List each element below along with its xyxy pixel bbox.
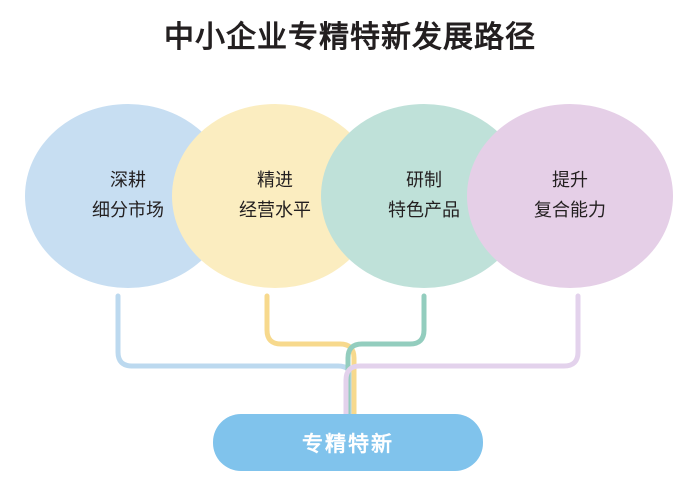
circle-upgrade-capability[interactable] — [467, 104, 673, 288]
circle-refine-management[interactable] — [172, 104, 378, 288]
connector-line-yellow — [264, 293, 357, 421]
result-box-specialized-new[interactable]: 专精特新 — [213, 414, 483, 471]
connector-line-blue — [115, 293, 355, 421]
connector-line-purple — [343, 293, 581, 421]
circle-deep-cultivation[interactable] — [25, 104, 231, 288]
venn-circle-group — [25, 104, 673, 288]
connector-line-green — [345, 293, 427, 421]
circle-develop-products[interactable] — [321, 104, 527, 288]
result-box-label: 专精特新 — [302, 432, 394, 456]
page-title: 中小企业专精特新发展路径 — [164, 21, 536, 54]
